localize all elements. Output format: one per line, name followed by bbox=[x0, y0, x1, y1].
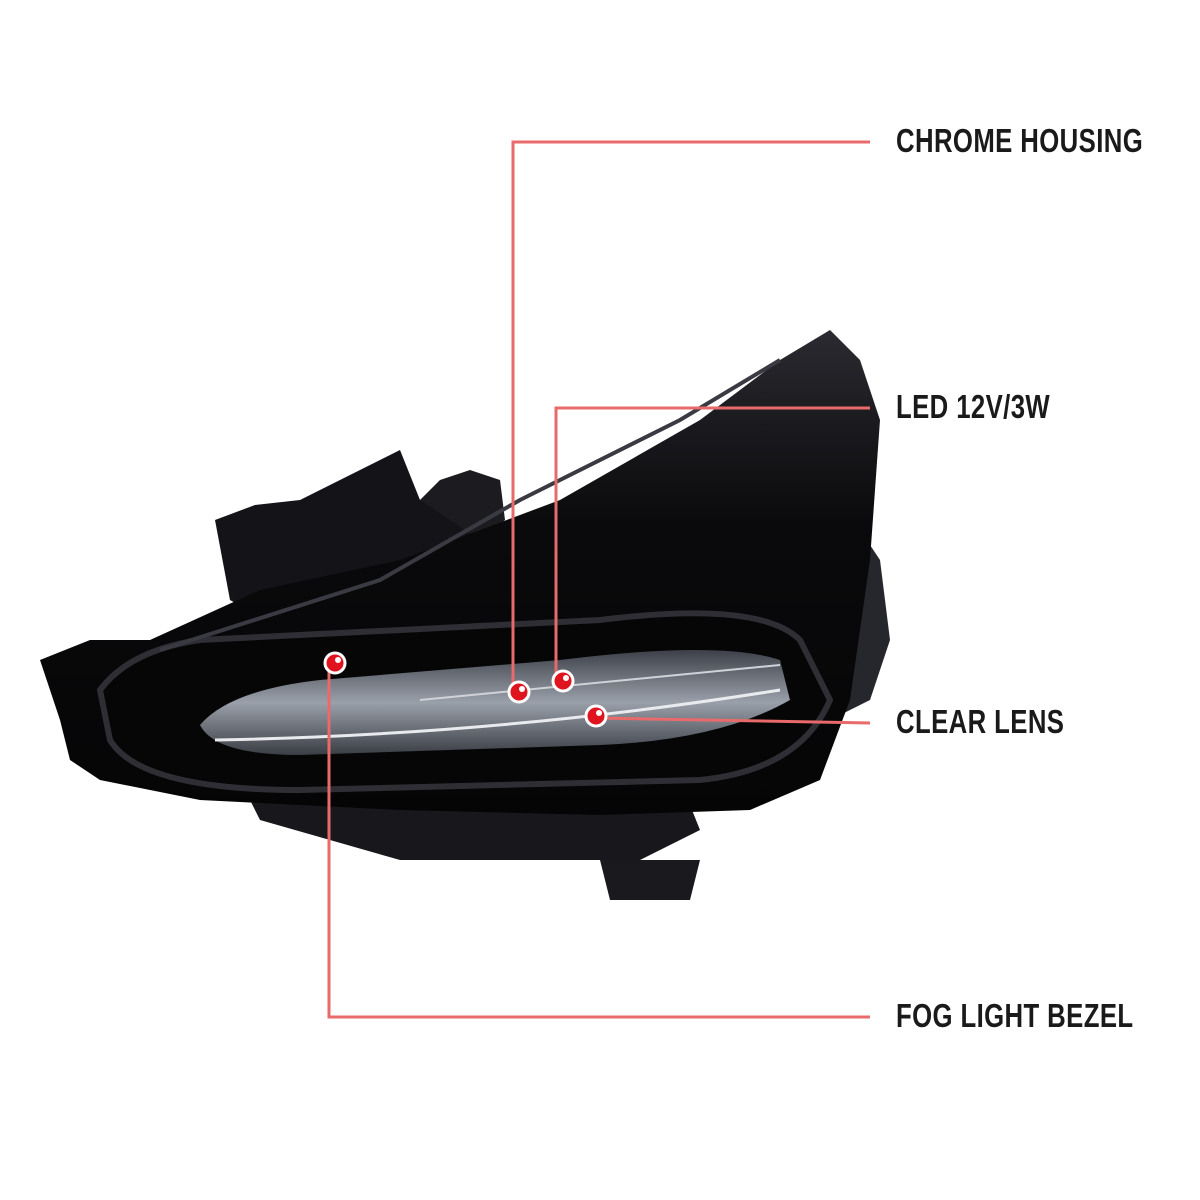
clear-lens-area bbox=[200, 650, 790, 755]
chrome-housing-leader bbox=[511, 140, 870, 694]
fog-light-bezel-label: FOG LIGHT BEZEL bbox=[896, 997, 1134, 1034]
clear-lens-leader bbox=[595, 716, 871, 725]
chrome-housing-dot bbox=[507, 680, 531, 704]
led-dot bbox=[551, 669, 575, 693]
fog-light-bezel-dot bbox=[323, 651, 347, 675]
callout-dots bbox=[323, 651, 608, 728]
led-label: LED 12V/3W bbox=[896, 388, 1051, 425]
led-leader bbox=[554, 406, 870, 683]
chrome-housing-label: CHROME HOUSING bbox=[896, 122, 1144, 159]
clear-lens-dot bbox=[584, 704, 608, 728]
clear-lens-label: CLEAR LENS bbox=[896, 703, 1065, 740]
